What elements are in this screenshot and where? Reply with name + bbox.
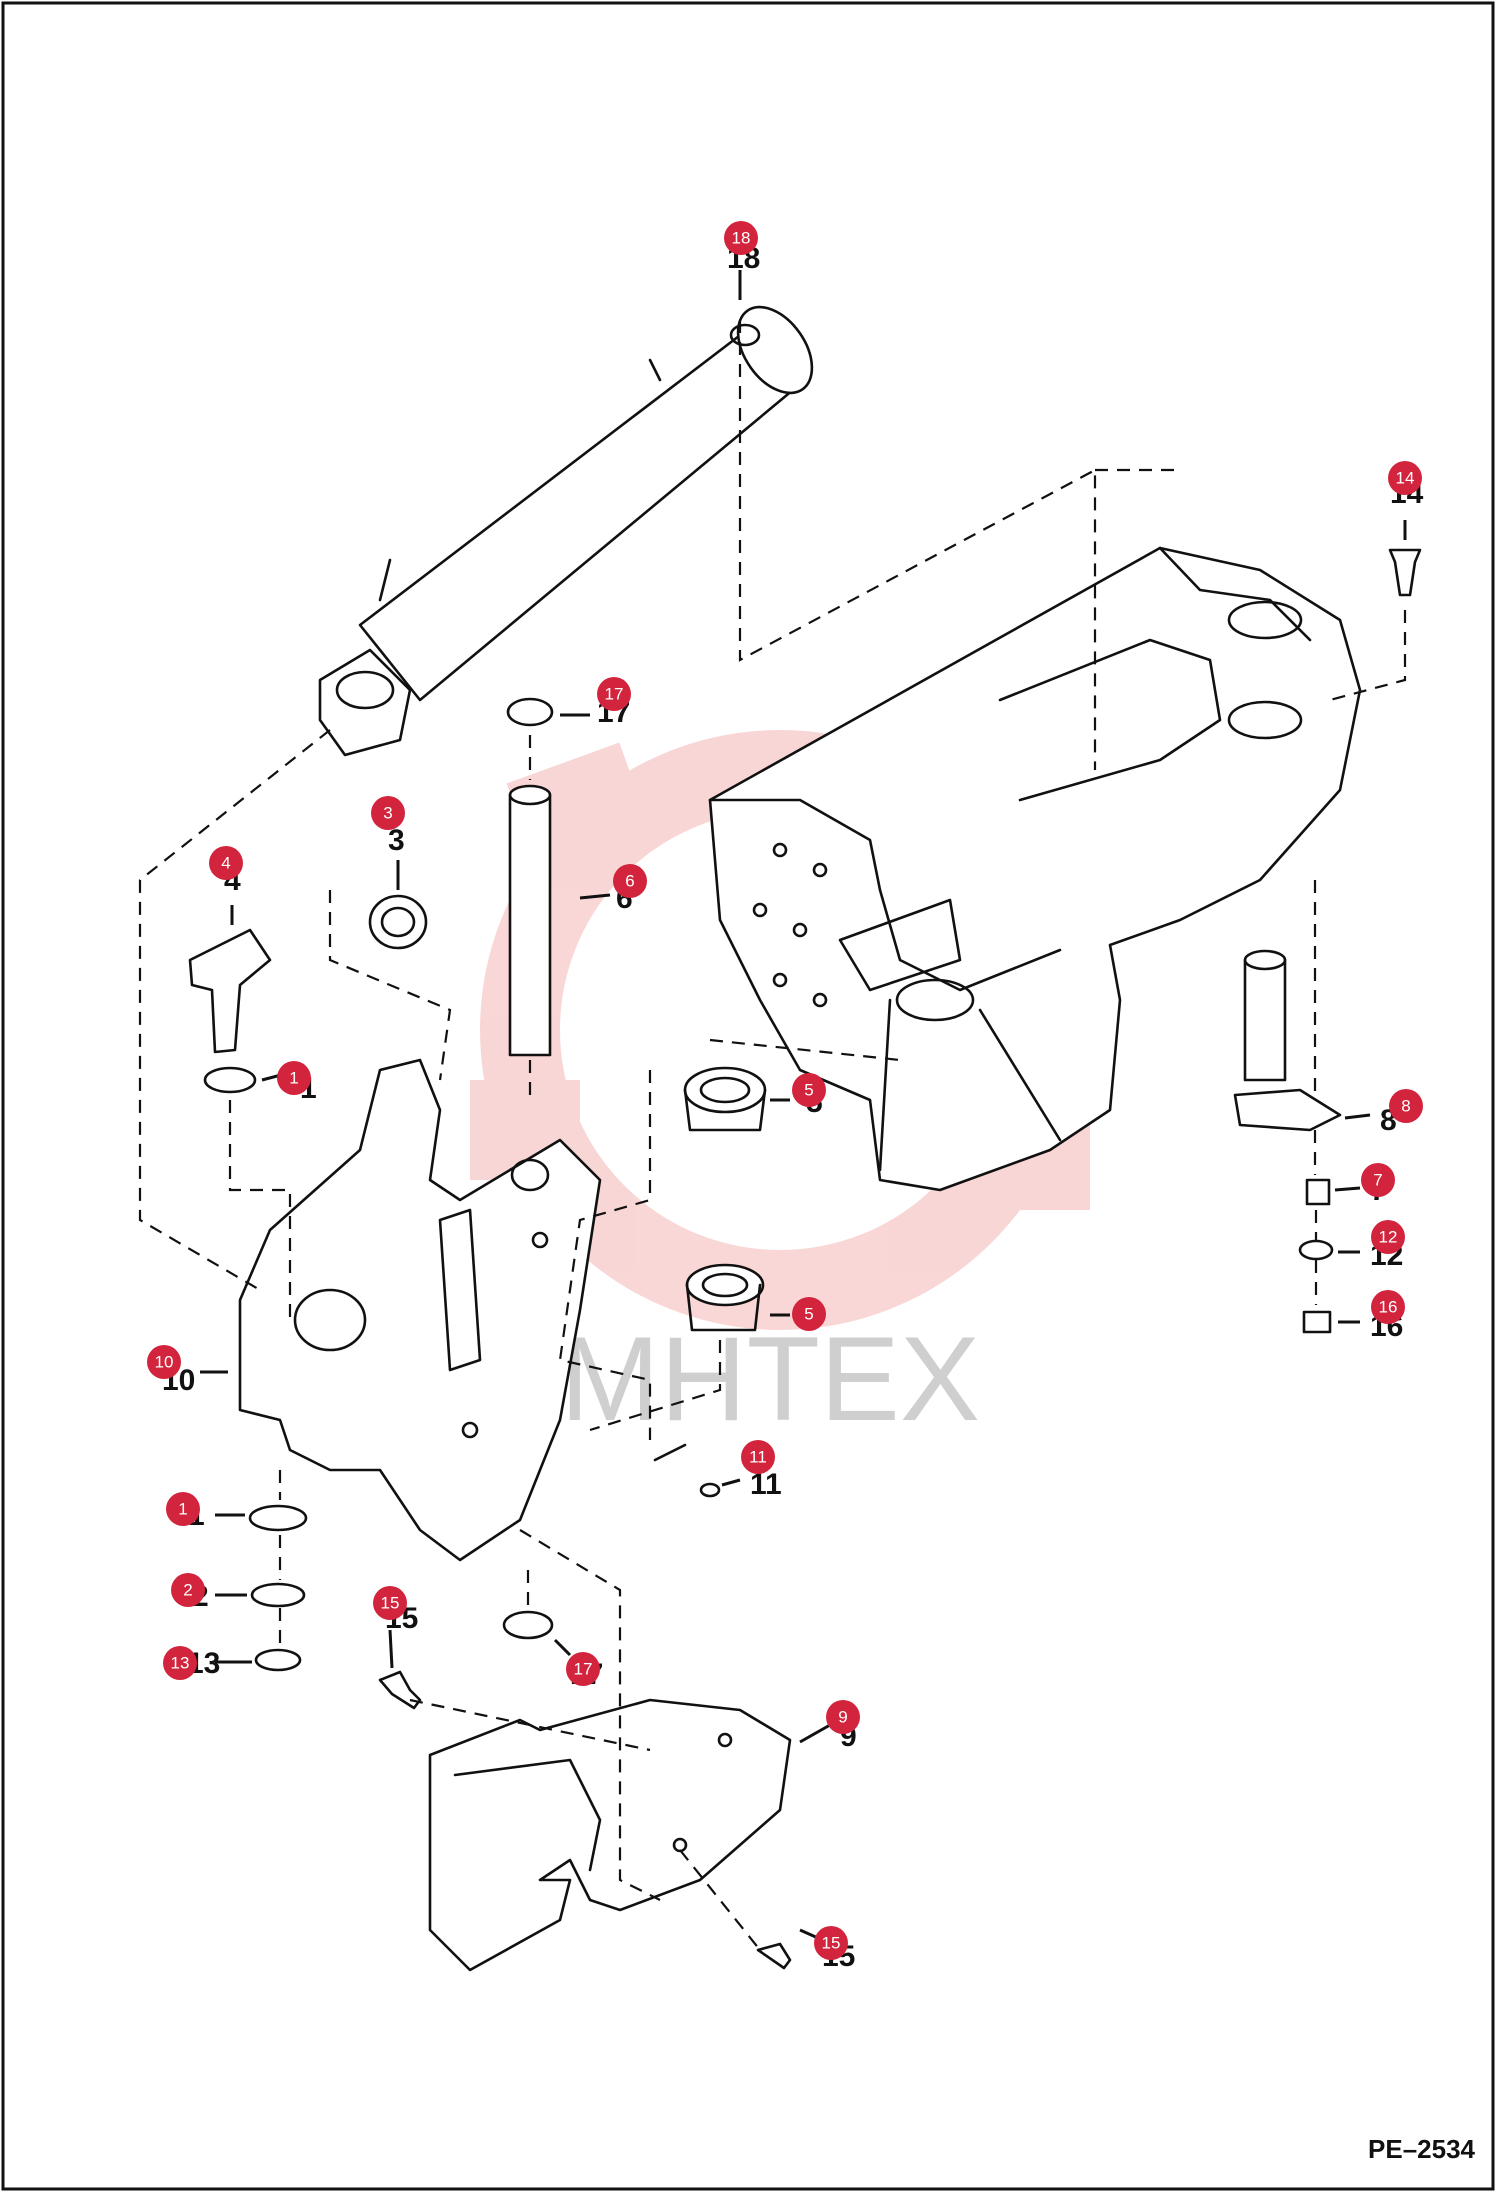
washer-part-1-bottom (248, 1504, 308, 1532)
bolt-part-11 (653, 1443, 721, 1498)
svg-text:5: 5 (804, 1081, 813, 1100)
snap-ring-part-17-bottom (502, 1610, 554, 1640)
washer-part-12 (1298, 1239, 1334, 1261)
bolt-part-15-top (378, 1670, 422, 1710)
callout-17-top[interactable]: 17 (597, 677, 631, 711)
washer-part-2 (250, 1582, 306, 1608)
callout-5-bottom[interactable]: 5 (792, 1297, 826, 1331)
watermark-text: МНТЕХ (560, 1312, 980, 1446)
washer-part-13 (254, 1648, 302, 1672)
svg-text:17: 17 (605, 685, 624, 704)
svg-text:1: 1 (289, 1069, 298, 1088)
assembly-dashed-lines (138, 320, 1407, 1951)
swing-bracket-part-10 (238, 1058, 602, 1562)
svg-text:2: 2 (183, 1581, 192, 1600)
svg-text:9: 9 (838, 1708, 847, 1727)
bearing-part-5-top (683, 1066, 767, 1132)
svg-text:14: 14 (1396, 469, 1415, 488)
callout-badges: 18 14 17 3 6 4 1 5 8 7 12 5 16 10 11 1 2… (147, 221, 1423, 1960)
callout-12[interactable]: 12 (1371, 1220, 1405, 1254)
svg-text:4: 4 (221, 854, 230, 873)
svg-text:8: 8 (1401, 1097, 1410, 1116)
callout-11[interactable]: 11 (741, 1440, 775, 1474)
swing-frame (708, 546, 1362, 1192)
svg-text:7: 7 (1373, 1171, 1382, 1190)
svg-text:16: 16 (1379, 1298, 1398, 1317)
svg-text:1: 1 (178, 1500, 187, 1519)
pin-part-6 (508, 784, 552, 1057)
callout-15-bottom[interactable]: 15 (814, 1926, 848, 1960)
callout-8[interactable]: 8 (1389, 1089, 1423, 1123)
callout-14[interactable]: 14 (1388, 461, 1422, 495)
svg-text:10: 10 (155, 1353, 174, 1372)
svg-text:15: 15 (381, 1594, 400, 1613)
svg-text:3: 3 (388, 824, 405, 857)
callout-10[interactable]: 10 (147, 1345, 181, 1379)
svg-text:13: 13 (171, 1654, 190, 1673)
cylinder-part-18 (318, 305, 814, 757)
spacer-part-7 (1305, 1178, 1331, 1206)
svg-text:6: 6 (625, 872, 634, 891)
callout-6[interactable]: 6 (613, 864, 647, 898)
callout-7[interactable]: 7 (1361, 1163, 1395, 1197)
bolt-part-14 (1388, 548, 1422, 597)
svg-text:5: 5 (804, 1305, 813, 1324)
callout-13[interactable]: 13 (163, 1646, 197, 1680)
svg-text:17: 17 (574, 1660, 593, 1679)
figure-id: PE–2534 (1368, 2134, 1476, 2164)
washer-part-1-top (203, 1066, 257, 1094)
bushing-part-3 (368, 894, 428, 950)
callout-9[interactable]: 9 (826, 1700, 860, 1734)
snap-ring-part-17-top (506, 697, 554, 727)
bolt-part-15-bottom (756, 1942, 792, 1970)
original-callout-numerals: 18 14 17 3 6 4 1 5 8 7 12 5 16 10 11 1 2… (162, 242, 1424, 1973)
guard-part-9 (428, 1698, 792, 1972)
callout-5-top[interactable]: 5 (792, 1073, 826, 1107)
svg-text:12: 12 (1379, 1228, 1398, 1247)
bearing-part-5-bottom (685, 1263, 765, 1332)
callout-3[interactable]: 3 (371, 796, 405, 830)
callout-4[interactable]: 4 (209, 846, 243, 880)
pin-part-4 (188, 928, 272, 1054)
svg-text:15: 15 (822, 1934, 841, 1953)
callout-17-bottom[interactable]: 17 (566, 1652, 600, 1686)
callout-1-top[interactable]: 1 (277, 1061, 311, 1095)
svg-text:3: 3 (383, 804, 392, 823)
callout-2[interactable]: 2 (171, 1573, 205, 1607)
pin-part-8 (1233, 949, 1342, 1132)
svg-text:11: 11 (749, 1448, 767, 1467)
callout-1-bottom[interactable]: 1 (166, 1492, 200, 1526)
nut-part-16 (1302, 1310, 1332, 1334)
callout-18[interactable]: 18 (724, 221, 758, 255)
callout-15-top[interactable]: 15 (373, 1586, 407, 1620)
svg-text:18: 18 (732, 229, 751, 248)
callout-16[interactable]: 16 (1371, 1290, 1405, 1324)
